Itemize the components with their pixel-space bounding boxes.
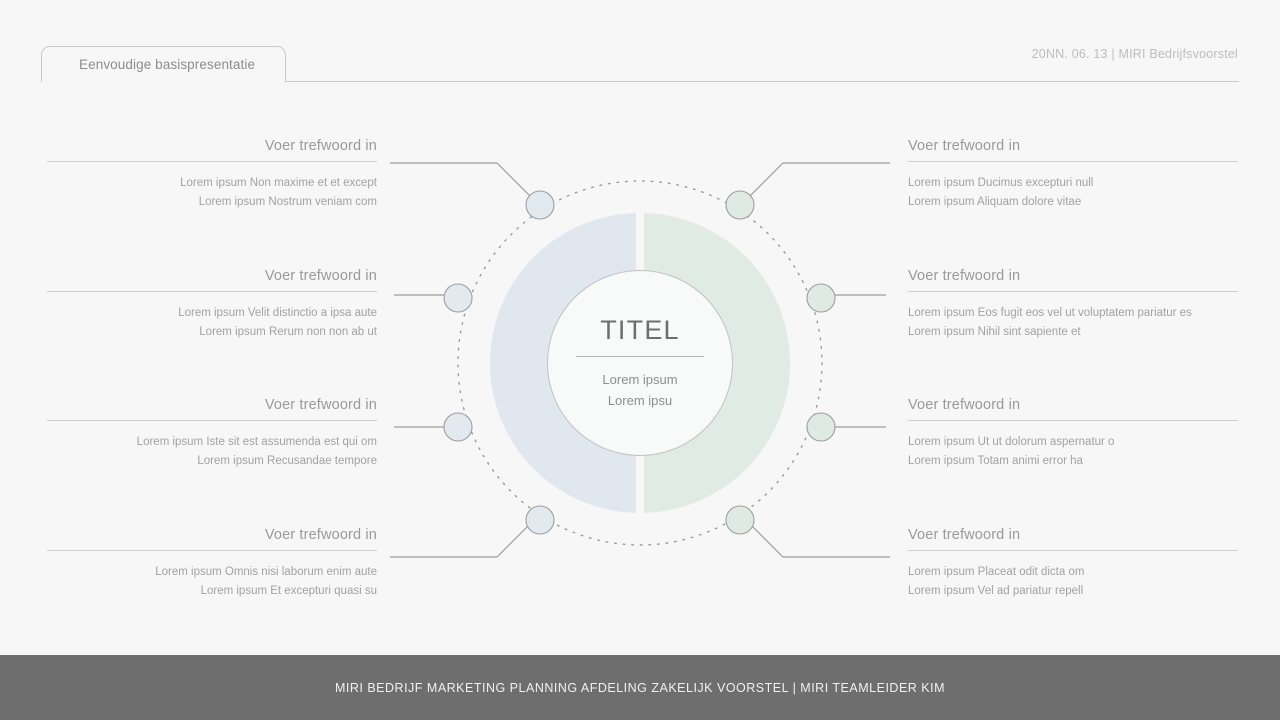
left-item-4-line1: Lorem ipsum Omnis nisi laborum enim aute xyxy=(155,566,377,578)
left-item-1-body: Lorem ipsum Non maxime et et except Lore… xyxy=(47,162,377,212)
right-item-4-rule xyxy=(908,550,1238,551)
left-item-2-title: Voer trefwoord in xyxy=(264,268,377,284)
right-item-3-line2: Lorem ipsum Totam animi error ha xyxy=(908,455,1083,467)
right-item-1-body: Lorem ipsum Ducimus excepturi null Lorem… xyxy=(908,162,1238,212)
right-item-4-title: Voer trefwoord in xyxy=(908,527,1021,543)
right-item-1-line1: Lorem ipsum Ducimus excepturi null xyxy=(908,177,1094,189)
left-item-1[interactable]: Voer trefwoord in Lorem ipsum Non maxime… xyxy=(47,138,377,212)
connector-right-4 xyxy=(742,516,890,558)
footer-bar: MIRI BEDRIJF MARKETING PLANNING AFDELING… xyxy=(0,655,1280,720)
left-item-4-line2: Lorem ipsum Et excepturi quasi su xyxy=(200,585,377,597)
center-title-circle[interactable]: TITEL Lorem ipsum Lorem ipsu xyxy=(547,270,733,456)
right-item-4-body: Lorem ipsum Placeat odit dicta om Lorem … xyxy=(908,551,1238,601)
right-item-3-body: Lorem ipsum Ut ut dolorum aspernatur o L… xyxy=(908,421,1238,471)
connector-right-1 xyxy=(742,162,890,204)
center-subtitle-line2: Lorem ipsu xyxy=(607,393,673,408)
left-item-1-line2: Lorem ipsum Nostrum veniam com xyxy=(198,196,377,208)
node-right-1[interactable] xyxy=(725,190,755,220)
header-divider xyxy=(286,81,1239,82)
left-item-4-title: Voer trefwoord in xyxy=(264,527,377,543)
left-item-1-rule xyxy=(47,161,377,162)
center-subtitle-line1: Lorem ipsum xyxy=(602,372,678,387)
left-item-2-rule xyxy=(47,291,377,292)
header-bar: Eenvoudige basispresentatie 20NN. 06. 13… xyxy=(0,0,1280,92)
left-item-3-line1: Lorem ipsum Iste sit est assumenda est q… xyxy=(136,436,377,448)
connector-left-4 xyxy=(390,516,538,558)
node-right-4[interactable] xyxy=(725,505,755,535)
connector-left-1 xyxy=(390,162,538,204)
left-item-4-body: Lorem ipsum Omnis nisi laborum enim aute… xyxy=(47,551,377,601)
left-item-2-line2: Lorem ipsum Rerum non non ab ut xyxy=(199,326,377,338)
tab-label: Eenvoudige basispresentatie xyxy=(79,57,256,72)
right-item-1-rule xyxy=(908,161,1238,162)
left-item-4[interactable]: Voer trefwoord in Lorem ipsum Omnis nisi… xyxy=(47,527,377,601)
center-title: TITEL xyxy=(600,315,680,345)
left-item-2-body: Lorem ipsum Velit distinctio a ipsa aute… xyxy=(47,292,377,342)
right-item-2-line2: Lorem ipsum Nihil sint sapiente et xyxy=(908,326,1081,338)
node-left-2[interactable] xyxy=(443,283,473,313)
left-item-4-rule xyxy=(47,550,377,551)
right-item-3-line1: Lorem ipsum Ut ut dolorum aspernatur o xyxy=(908,436,1115,448)
right-item-1-title: Voer trefwoord in xyxy=(908,138,1021,154)
node-left-4[interactable] xyxy=(525,505,555,535)
node-left-3[interactable] xyxy=(443,412,473,442)
right-item-2-line1: Lorem ipsum Eos fugit eos vel ut volupta… xyxy=(908,307,1192,319)
right-item-4-line2: Lorem ipsum Vel ad pariatur repell xyxy=(908,585,1084,597)
right-item-4-line1: Lorem ipsum Placeat odit dicta om xyxy=(908,566,1085,578)
left-item-3-body: Lorem ipsum Iste sit est assumenda est q… xyxy=(47,421,377,471)
footer-text: MIRI BEDRIJF MARKETING PLANNING AFDELING… xyxy=(334,680,945,695)
right-item-2-body: Lorem ipsum Eos fugit eos vel ut volupta… xyxy=(908,292,1238,342)
center-subtitle: Lorem ipsum Lorem ipsu xyxy=(602,369,677,411)
right-item-2-rule xyxy=(908,291,1238,292)
left-item-3[interactable]: Voer trefwoord in Lorem ipsum Iste sit e… xyxy=(47,397,377,471)
node-left-1[interactable] xyxy=(525,190,555,220)
header-meta-text: 20NN. 06. 13 | MIRI Bedrijfsvoorstel xyxy=(1031,47,1238,61)
left-item-1-title: Voer trefwoord in xyxy=(264,138,377,154)
dotted-orbit-ring xyxy=(457,180,823,546)
node-right-3[interactable] xyxy=(806,412,836,442)
left-item-3-rule xyxy=(47,420,377,421)
right-item-1[interactable]: Voer trefwoord in Lorem ipsum Ducimus ex… xyxy=(908,138,1238,212)
center-title-rule xyxy=(576,356,704,357)
left-item-1-line1: Lorem ipsum Non maxime et et except xyxy=(180,177,377,189)
node-right-2[interactable] xyxy=(806,283,836,313)
right-item-2-title: Voer trefwoord in xyxy=(908,268,1021,284)
left-item-2[interactable]: Voer trefwoord in Lorem ipsum Velit dist… xyxy=(47,268,377,342)
right-item-3-title: Voer trefwoord in xyxy=(908,397,1021,413)
right-item-2[interactable]: Voer trefwoord in Lorem ipsum Eos fugit … xyxy=(908,268,1238,342)
right-item-4[interactable]: Voer trefwoord in Lorem ipsum Placeat od… xyxy=(908,527,1238,601)
left-item-2-line1: Lorem ipsum Velit distinctio a ipsa aute xyxy=(178,307,377,319)
right-item-1-line2: Lorem ipsum Aliquam dolore vitae xyxy=(908,196,1082,208)
left-item-3-line2: Lorem ipsum Recusandae tempore xyxy=(197,455,377,467)
left-item-3-title: Voer trefwoord in xyxy=(264,397,377,413)
right-item-3[interactable]: Voer trefwoord in Lorem ipsum Ut ut dolo… xyxy=(908,397,1238,471)
tab-eenvoudige-basispresentatie[interactable]: Eenvoudige basispresentatie xyxy=(41,46,286,82)
right-item-3-rule xyxy=(908,420,1238,421)
